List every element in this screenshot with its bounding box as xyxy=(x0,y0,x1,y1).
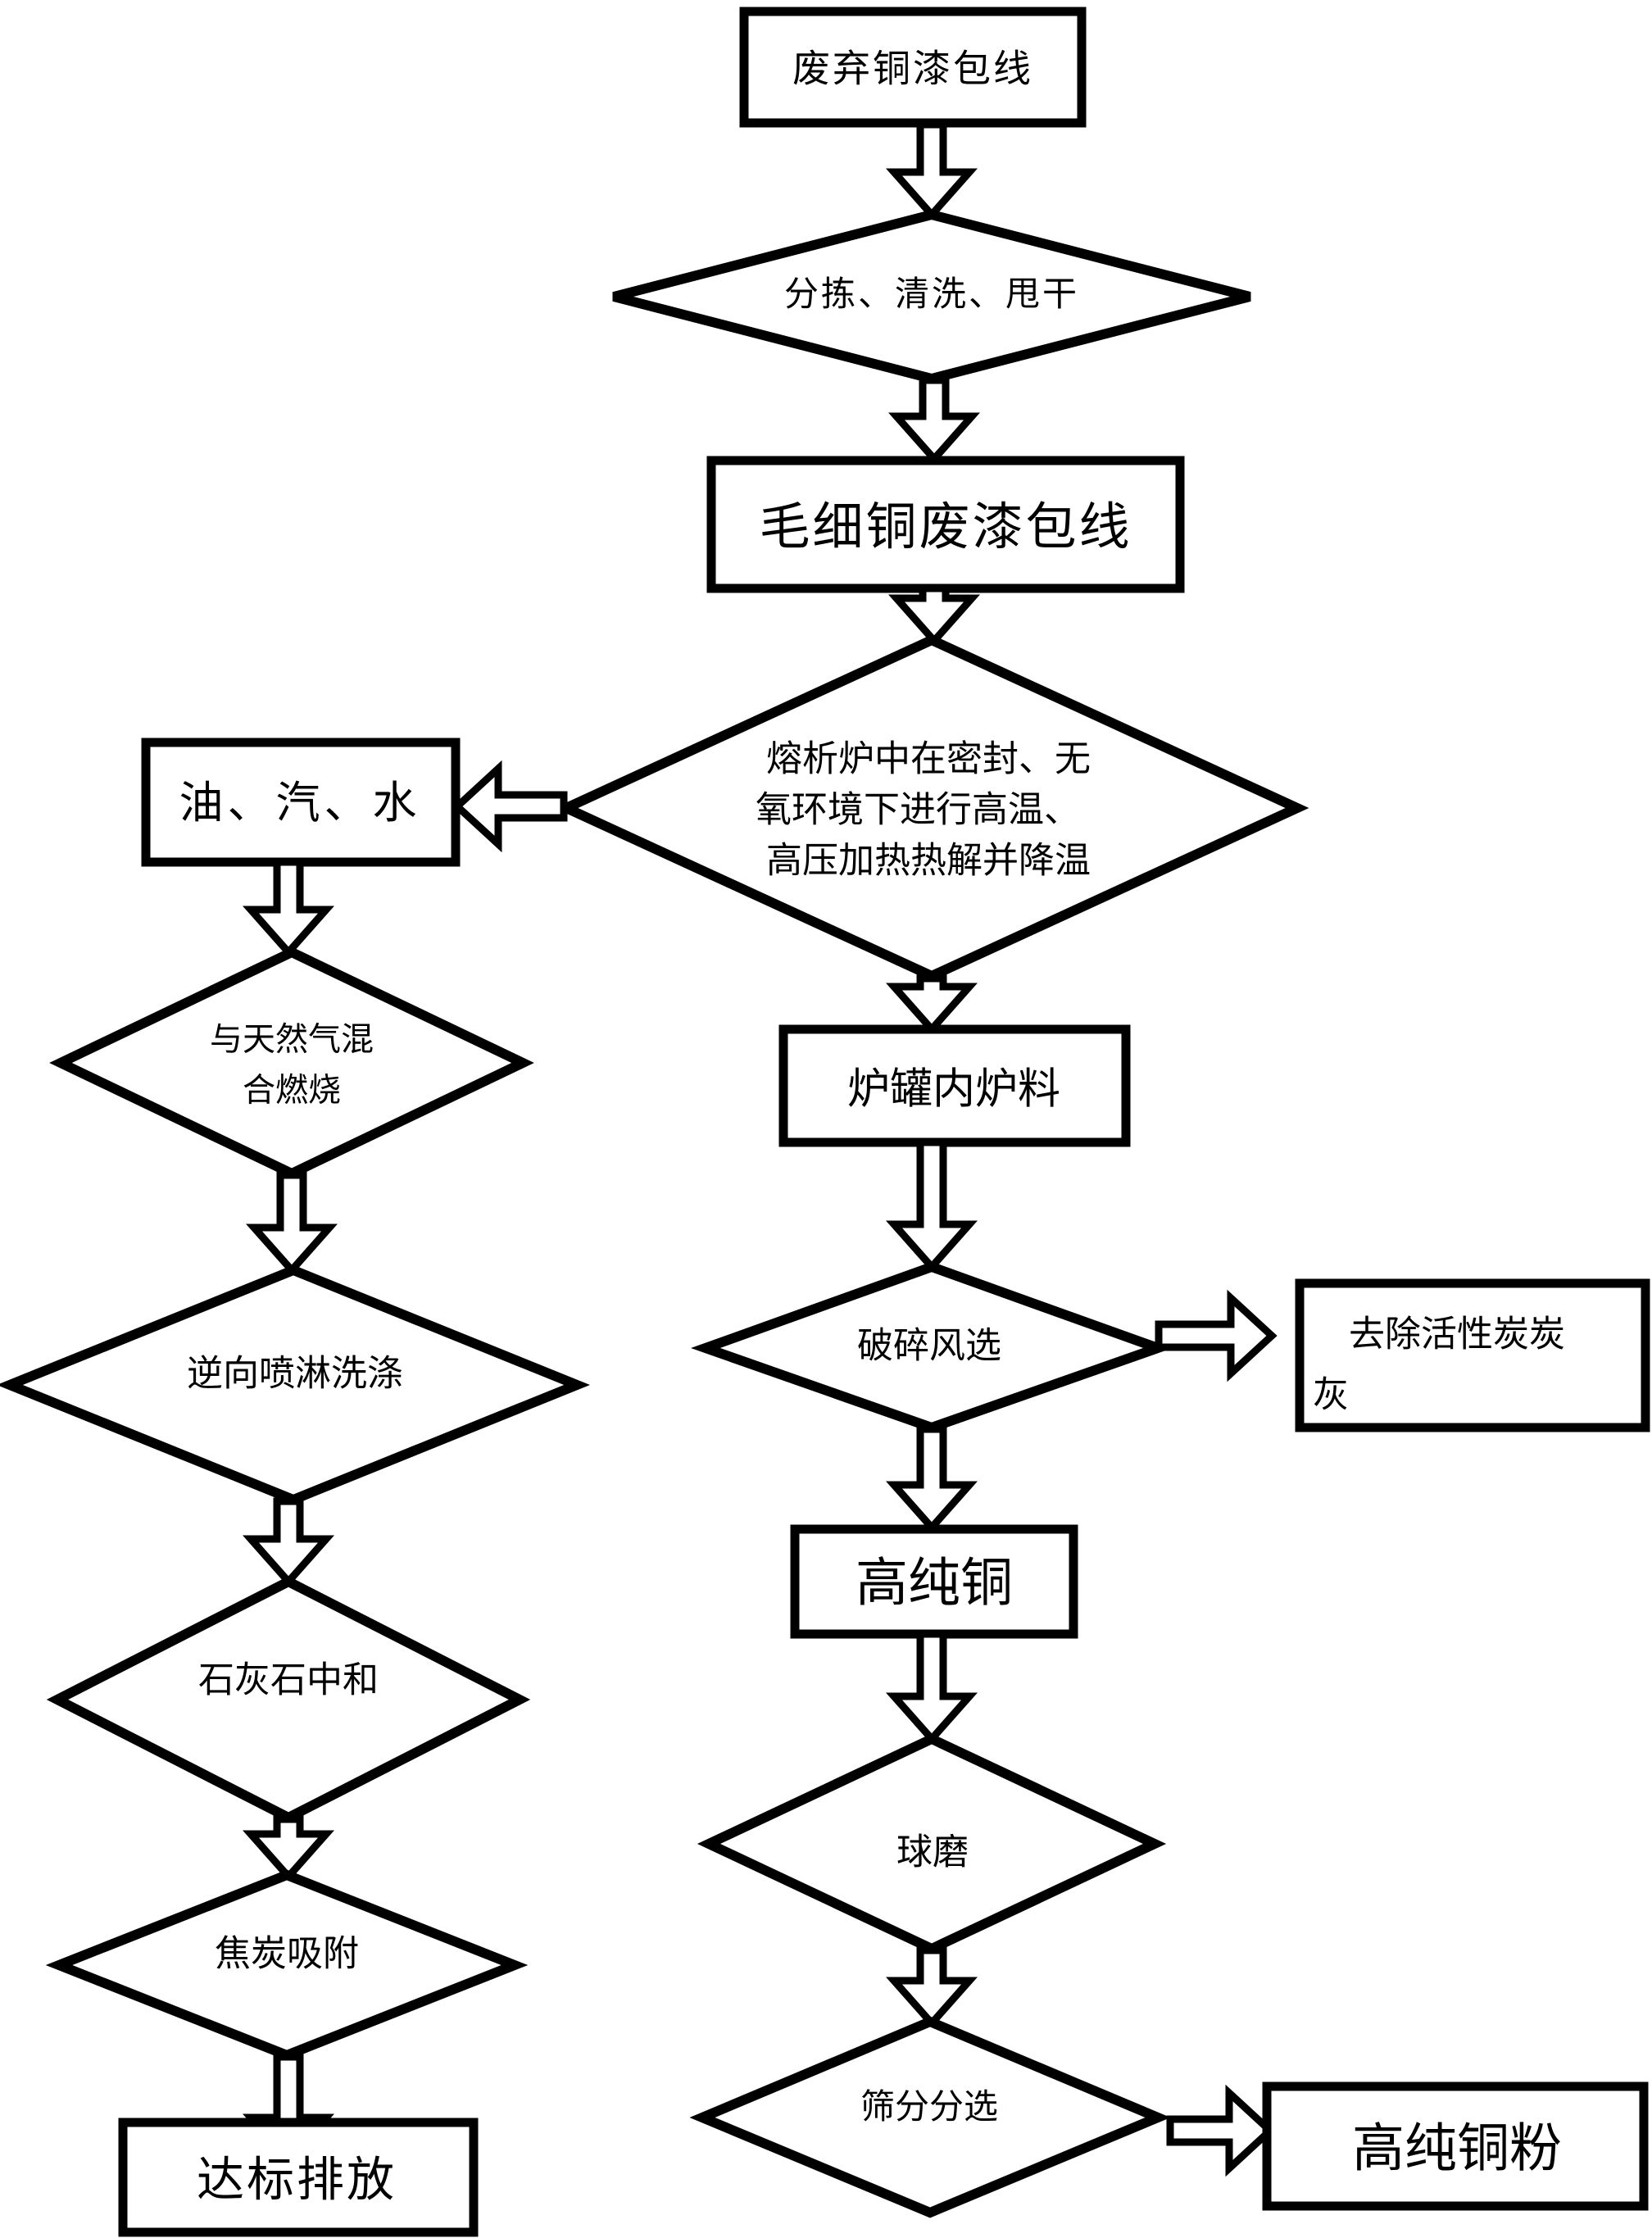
node-pyrolysis-label-line3: 高压加热热解并降温 xyxy=(766,841,1091,881)
node-mix-burn-diamond xyxy=(61,952,523,1173)
node-sort-wash-dry-label: 分拣、清洗、甩干 xyxy=(784,275,1079,314)
node-counter-spray-label: 逆向喷淋洗涤 xyxy=(187,1354,403,1394)
flow-arrow-crush-to-remove-carbon xyxy=(1159,1298,1272,1373)
flow-arrow-furnace-to-crush xyxy=(894,1142,969,1267)
node-pyrolysis-label-line1: 熔析炉中在密封、无 xyxy=(766,739,1091,779)
node-pyrolysis-label-line2: 氧环境下进行高温、 xyxy=(756,790,1080,830)
flow-arrow-copper-to-ballmill xyxy=(894,1634,969,1739)
flow-arrow-sort-to-capillary xyxy=(896,380,972,459)
node-high-purity-copper-label: 高纯铜 xyxy=(856,1555,1013,1613)
node-copper-powder-label: 高纯铜粉 xyxy=(1352,2120,1562,2178)
flow-arrow-pyrolysis-to-oil xyxy=(457,769,564,844)
flow-arrow-sieve-to-powder xyxy=(1170,2093,1270,2168)
node-crush-label: 破碎风选 xyxy=(857,1326,1001,1366)
flow-arrow-mixburn-to-spray xyxy=(254,1175,329,1270)
node-ball-milling-label: 球磨 xyxy=(896,1832,969,1873)
node-capillary-wire-label: 毛细铜废漆包线 xyxy=(759,500,1132,556)
node-furnace-charge-label: 炉罐内炉料 xyxy=(847,1067,1060,1114)
node-discharge-label: 达标排放 xyxy=(197,2154,397,2207)
flow-arrow-capillary-to-pyrolysis xyxy=(896,588,972,641)
node-mix-burn-label-line1: 与天然气混 xyxy=(210,1021,374,1058)
flow-arrow-crush-to-copper xyxy=(894,1429,969,1528)
node-remove-carbon-label-line2: 灰 xyxy=(1313,1375,1349,1415)
node-remove-carbon-label-line1: 去除活性炭炭 xyxy=(1349,1314,1565,1355)
flow-arrow-waste-to-sort xyxy=(894,125,969,215)
node-remove-carbon-box xyxy=(1300,1283,1645,1428)
flow-arrow-spray-to-limestone xyxy=(251,1501,326,1582)
node-limestone-label: 石灰石中和 xyxy=(198,1660,379,1700)
flow-arrow-pyrolysis-to-furnace xyxy=(894,978,969,1029)
node-sieve-sorting-label: 筛分分选 xyxy=(860,2089,998,2127)
flow-arrow-limestone-to-coke xyxy=(251,1819,326,1877)
node-waste-wire-label: 废弃铜漆包线 xyxy=(792,48,1033,90)
node-coke-label: 焦炭吸附 xyxy=(215,1934,359,1974)
node-mix-burn-label-line2: 合燃烧 xyxy=(243,1072,341,1109)
flow-arrow-ballmill-to-sieve xyxy=(894,1950,969,2023)
flow-arrow-oil-to-mixburn xyxy=(251,862,326,952)
node-oil-gas-water-label: 油、汽、水 xyxy=(179,779,421,828)
